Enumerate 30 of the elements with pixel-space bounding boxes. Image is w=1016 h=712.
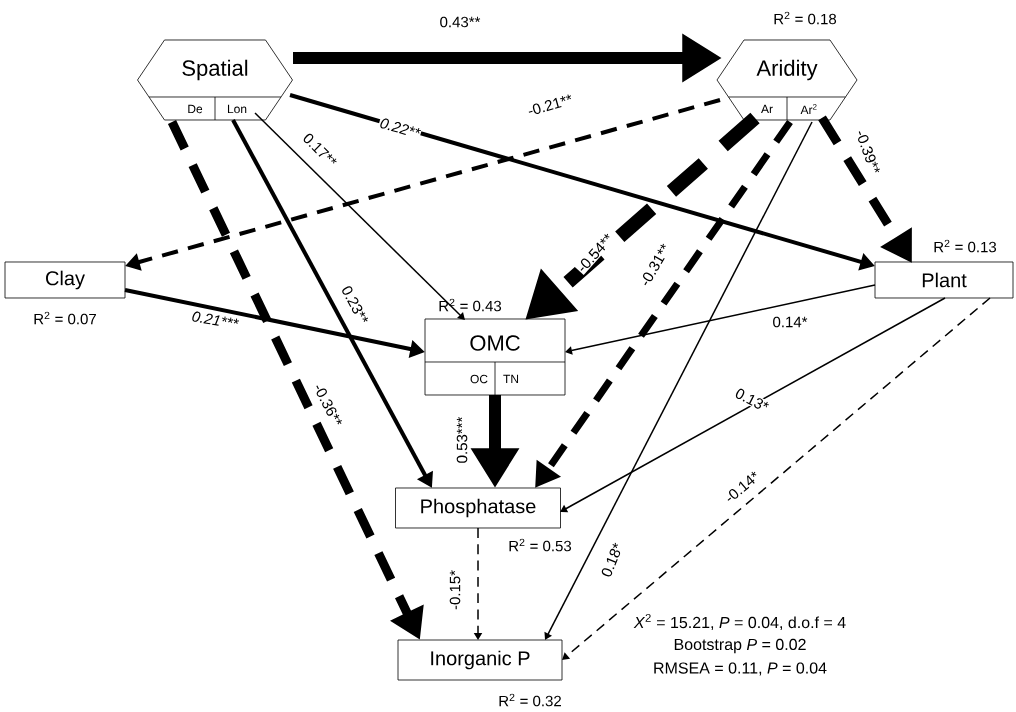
r-squared-label: R$^{2}$ = 0.53	[509, 538, 572, 552]
variable-box: Phosphatase	[395, 487, 561, 529]
edge-label: -0.39**	[853, 127, 883, 177]
edge-label: 0.18*	[599, 540, 625, 580]
edge-label: 0.21***	[189, 309, 241, 331]
arrow	[560, 297, 946, 513]
r-squared-label: R$^{2}$ = 0.32	[499, 693, 561, 707]
variable-box: Inorganic P	[397, 639, 563, 681]
hexagon-node: Aridity Ar Ar$^{2}$	[716, 39, 858, 121]
r-squared-label: R$^{2}$ = 0.13	[934, 239, 997, 253]
fit-statistics: Bootstrap P = 0.02	[674, 638, 806, 654]
edge-label: 0.13*	[732, 385, 772, 414]
r-squared-label: R$^{2}$ = 0.07	[34, 311, 96, 325]
arrow	[562, 297, 991, 660]
edge-label: 0.14*	[771, 315, 809, 329]
r-squared-label: R$^{2}$ = 0.18	[774, 11, 837, 25]
arrow	[565, 284, 876, 355]
edge-label: 0.22**	[377, 116, 423, 140]
edge-label: 0.53***	[455, 415, 469, 465]
edge-label: -0.21**	[525, 92, 575, 118]
arrow	[544, 121, 813, 640]
variable-box: OMC OC TN	[424, 318, 566, 396]
fit-statistics: X$^{2}$ = 15.21, P = 0.04, d.o.f = 4	[633, 613, 846, 631]
fit-statistics: RMSEA = 0.11, P = 0.04	[654, 662, 827, 676]
variable-box: Plant	[874, 261, 1014, 299]
variable-box: Clay	[4, 261, 126, 299]
hexagon-node: Spatial De Lon	[137, 39, 293, 121]
arrow	[254, 112, 465, 320]
edge-label: 0.43**	[438, 15, 482, 29]
edge-label: -0.15*	[448, 569, 462, 611]
